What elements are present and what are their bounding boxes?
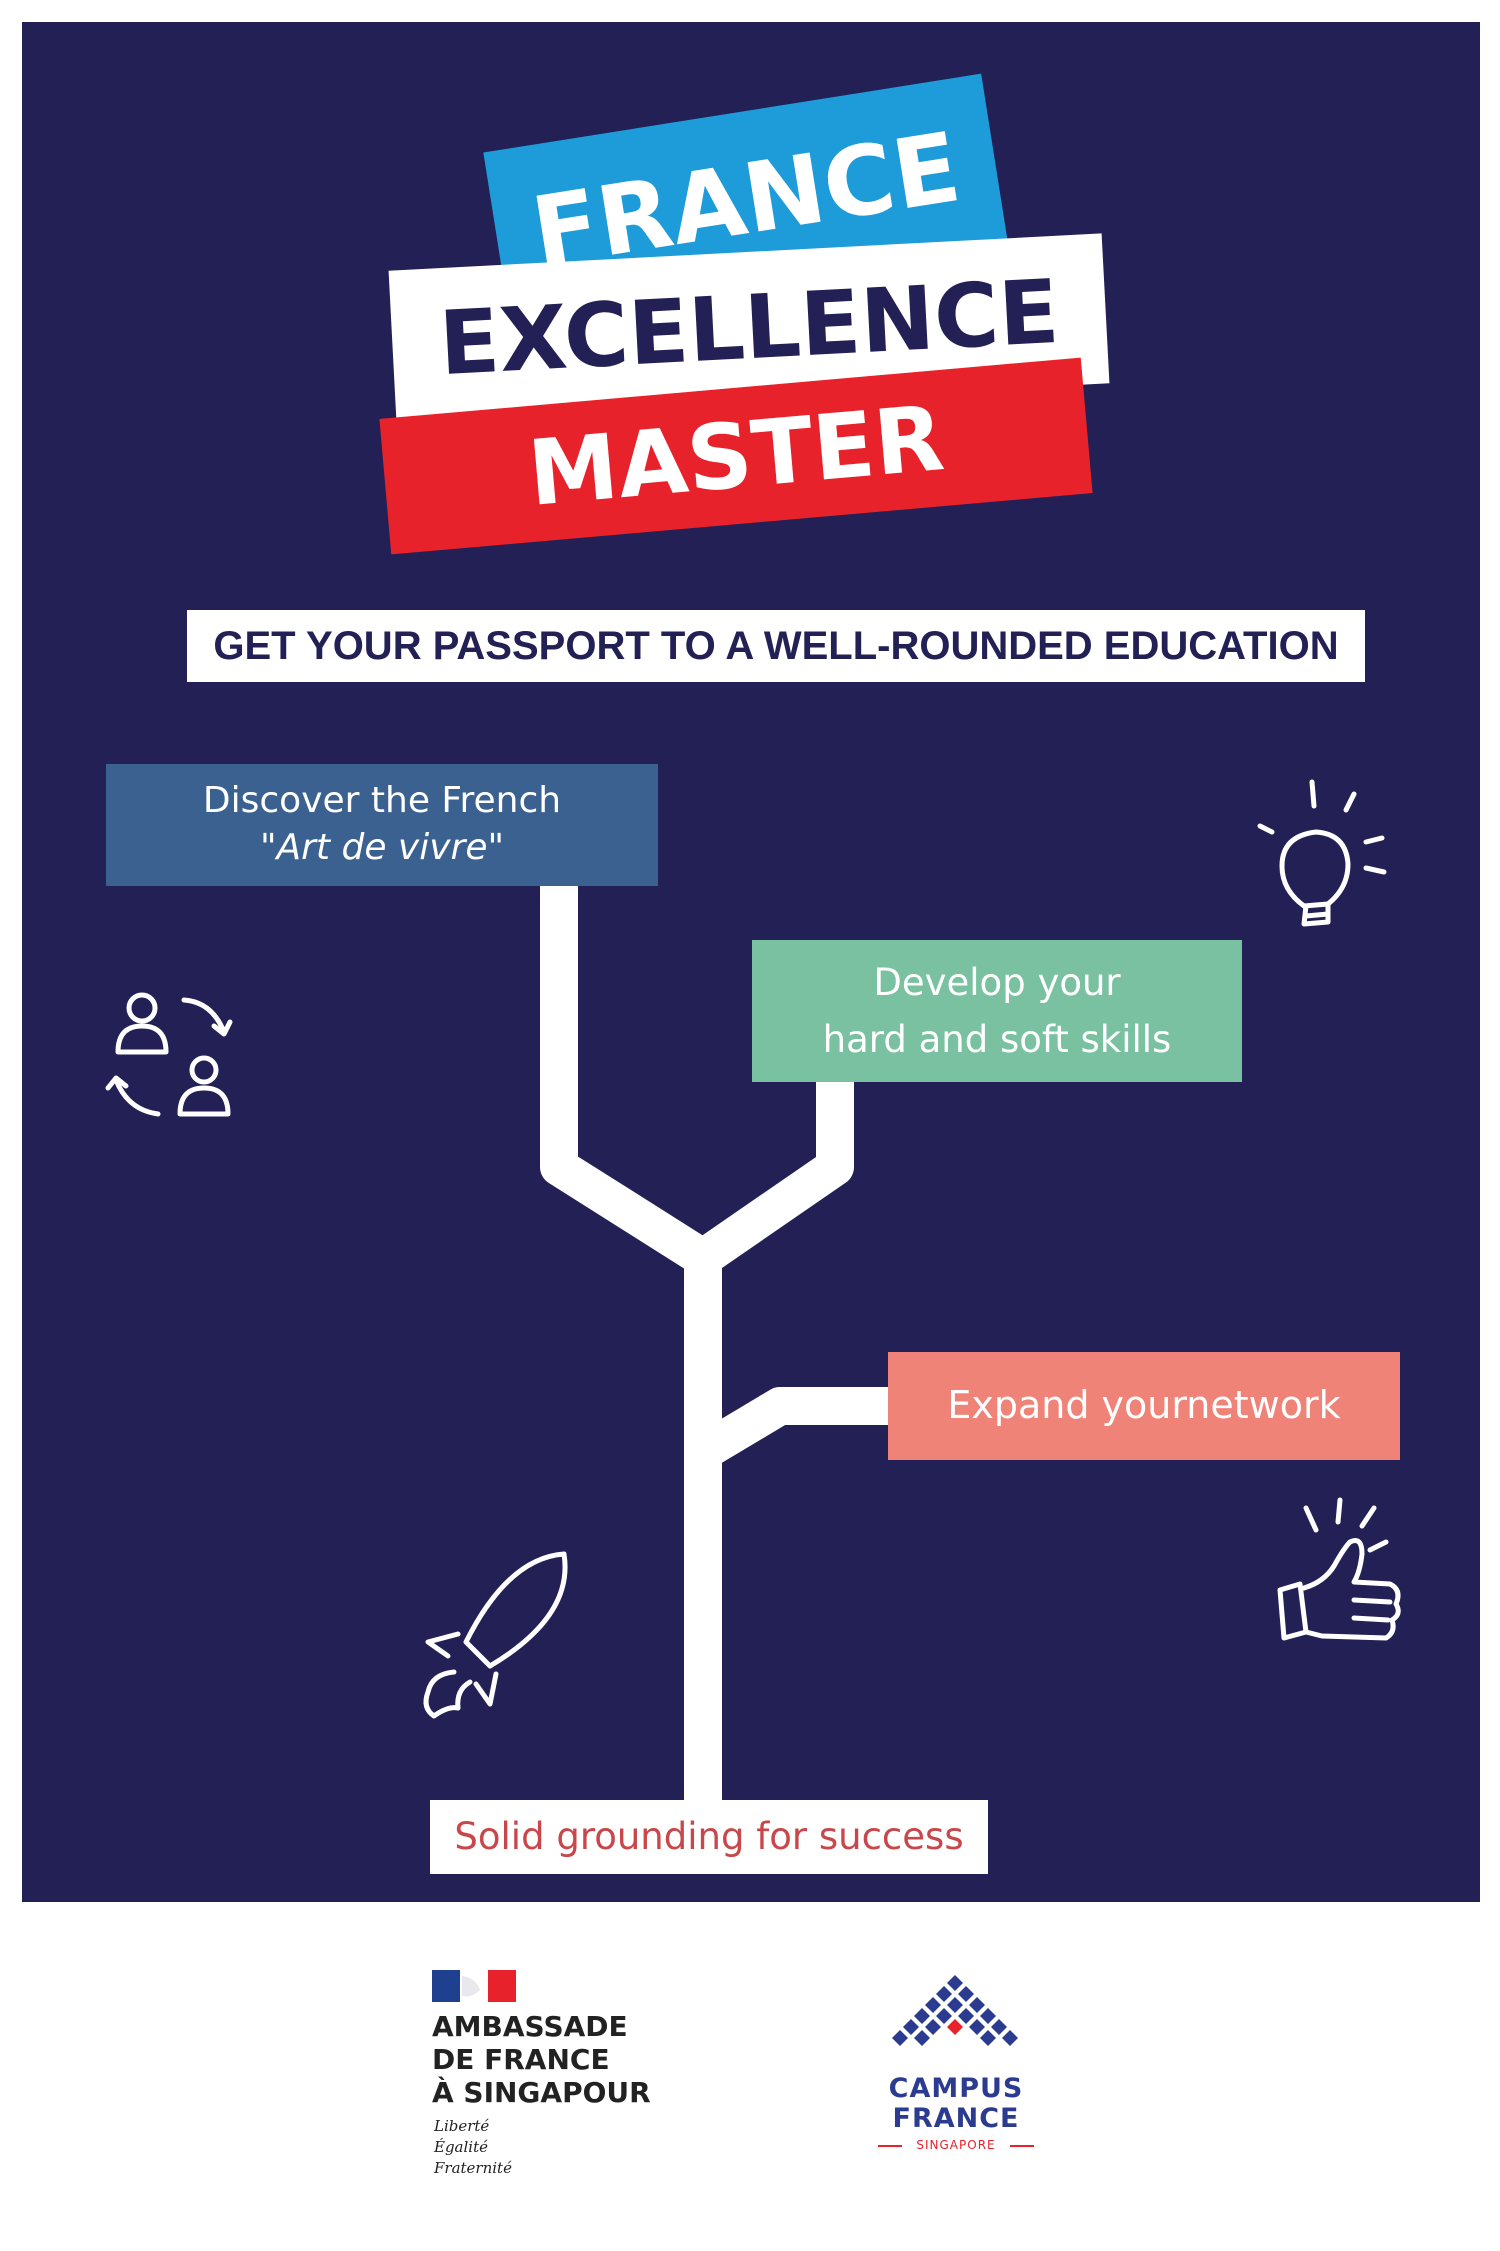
box-art-de-vivre: Discover the French "Art de vivre" (106, 764, 658, 886)
embassy-motto: Liberté Égalité Fraternité (434, 2117, 512, 2177)
campus-line2: FRANCE (892, 2103, 1020, 2134)
skills-line2: hard and soft skills (822, 1018, 1172, 1061)
branch-network (693, 1387, 888, 1469)
embassy-name: AMBASSADE DE FRANCE À SINGAPOUR (432, 2010, 651, 2109)
campus-france-logo (892, 1975, 1018, 2046)
box-grounding: Solid grounding for success (430, 1800, 988, 1874)
campus-rule-right (1010, 2145, 1034, 2147)
campus-line3: SINGAPORE (916, 2138, 996, 2152)
campus-rule-left (878, 2145, 902, 2147)
box-skills: Develop your hard and soft skills (752, 940, 1242, 1082)
tree-diagram (540, 884, 888, 1800)
grounding-label: Solid grounding for success (454, 1814, 964, 1858)
tagline: GET YOUR PASSPORT TO A WELL-ROUNDED EDUC… (187, 610, 1365, 682)
branch-left (540, 884, 714, 1275)
marianne-flag-logo (432, 1970, 516, 2002)
network-label: Expand yournetwork (947, 1383, 1341, 1428)
thumbs-up-icon (1277, 1497, 1401, 1641)
campus-line1: CAMPUS (888, 2073, 1024, 2104)
poster: FRANCE EXCELLENCE MASTER GET YOUR PASSPO… (22, 22, 1480, 1902)
art-line1: Discover the French (202, 780, 562, 822)
rocket-icon (423, 1551, 568, 1719)
art-line2: "Art de vivre" (259, 827, 505, 868)
lightbulb-icon (1257, 779, 1387, 927)
skills-line1: Develop your (873, 960, 1121, 1004)
people-exchange-icon (105, 992, 233, 1117)
branch-right (692, 1080, 854, 1274)
box-network: Expand yournetwork (888, 1352, 1400, 1460)
